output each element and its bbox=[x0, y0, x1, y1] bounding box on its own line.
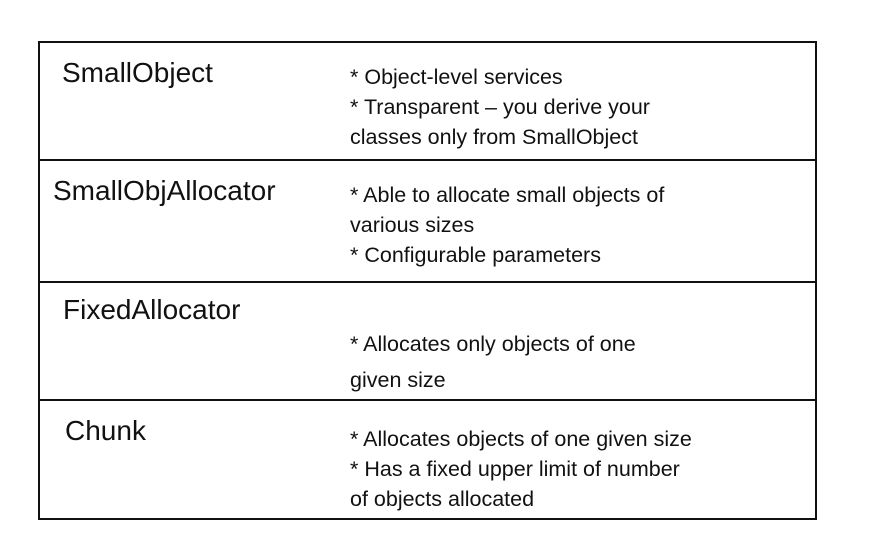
layer-title: Chunk bbox=[65, 415, 146, 446]
description-line: * Allocates only objects of one bbox=[350, 332, 636, 356]
layer-title: SmallObjAllocator bbox=[53, 175, 276, 206]
layer-fixed-allocator: FixedAllocator * Allocates only objects … bbox=[40, 283, 815, 401]
allocator-layer-stack: SmallObject * Object-level services * Tr… bbox=[38, 41, 817, 520]
layer-small-object: SmallObject * Object-level services * Tr… bbox=[40, 43, 815, 161]
description-line: various sizes bbox=[350, 213, 475, 237]
description-line: * Configurable parameters bbox=[350, 243, 601, 267]
description-line: * Able to allocate small objects of bbox=[350, 183, 665, 207]
layer-description: * Allocates objects of one given size * … bbox=[350, 424, 692, 514]
description-line: classes only from SmallObject bbox=[350, 125, 638, 149]
layer-description: * Object-level services * Transparent – … bbox=[350, 62, 650, 152]
layer-small-obj-allocator: SmallObjAllocator * Able to allocate sma… bbox=[40, 161, 815, 283]
description-line: * Object-level services bbox=[350, 65, 563, 89]
description-line: * Transparent – you derive your bbox=[350, 95, 650, 119]
description-line: of objects allocated bbox=[350, 487, 535, 511]
description-line: given size bbox=[350, 368, 446, 392]
layer-title: FixedAllocator bbox=[63, 294, 241, 325]
description-line: * Has a fixed upper limit of number bbox=[350, 457, 680, 481]
layer-description: * Allocates only objects of one given si… bbox=[350, 326, 636, 398]
layer-chunk: Chunk * Allocates objects of one given s… bbox=[40, 401, 815, 518]
layer-description: * Able to allocate small objects of vari… bbox=[350, 180, 664, 270]
layer-title: SmallObject bbox=[62, 57, 213, 88]
description-line: * Allocates objects of one given size bbox=[350, 427, 692, 451]
